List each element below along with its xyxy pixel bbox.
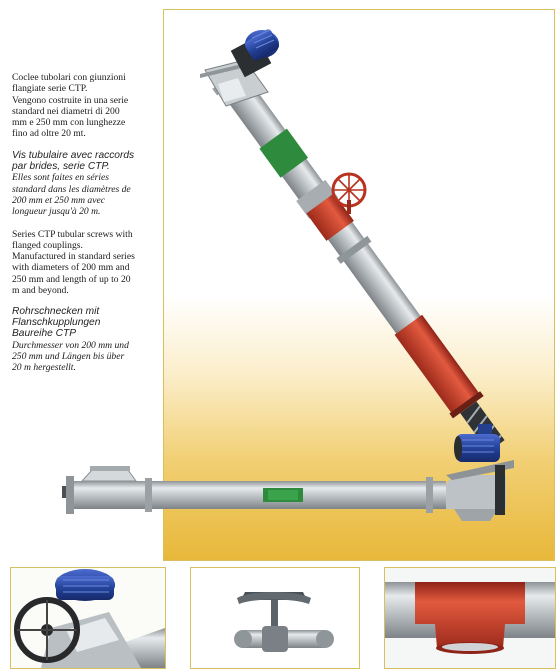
conveyor-illustrations [62, 29, 514, 521]
red-flange-coupling-detail [384, 567, 556, 669]
inclined-motor [230, 29, 280, 78]
german-text: Rohrschnecken mit Flanschkupplungen Baur… [12, 306, 129, 374]
english-text: Series CTP tubular screws with flanged c… [12, 228, 135, 297]
horizontal-motor [454, 424, 500, 462]
motor-drive-detail [10, 567, 166, 669]
inclined-screw-conveyor [200, 29, 505, 453]
hanger-bearing-detail [190, 567, 360, 669]
horizontal-screw-conveyor [62, 424, 514, 521]
french-text: Vis tubulaire avec raccords par brides, … [12, 149, 135, 218]
description-text: Coclee tubolari con giunzioni flangiate … [12, 72, 152, 385]
italian-text: Coclee tubolari con giunzioni flangiate … [12, 72, 129, 140]
